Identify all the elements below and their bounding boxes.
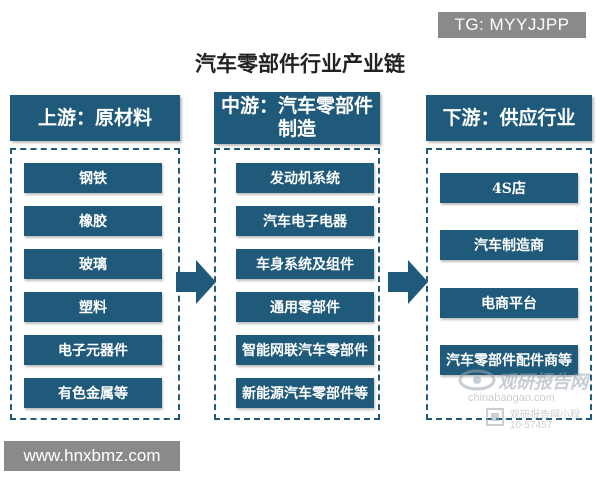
tg-watermark-badge: TG: MYYJJPP — [438, 12, 586, 38]
midstream-item: 新能源汽车零部件等 — [236, 378, 374, 408]
watermark-url: chinabaogao.com — [468, 392, 555, 404]
watermark-qr-icon — [486, 408, 504, 426]
watermark-logo-icon — [458, 369, 496, 391]
downstream-item: 汽车零部件配件商等 — [440, 345, 578, 375]
upstream-item: 玻璃 — [24, 249, 162, 279]
upstream-item: 电子元器件 — [24, 335, 162, 365]
header-upstream: 上游：原材料 — [10, 95, 180, 141]
midstream-item: 智能网联汽车零部件 — [236, 335, 374, 365]
flow-arrow-icon — [176, 260, 216, 304]
diagram-title: 汽车零部件行业产业链 — [195, 51, 405, 76]
site-watermark: 观研报告网 chinabaogao.com 观研报告网小程 10-57457 — [452, 368, 592, 438]
midstream-item: 通用零部件 — [236, 292, 374, 322]
midstream-box — [214, 148, 380, 420]
midstream-item: 车身系统及组件 — [236, 249, 374, 279]
midstream-item: 发动机系统 — [236, 163, 374, 193]
upstream-item: 橡胶 — [24, 206, 162, 236]
downstream-item: 汽车制造商 — [440, 230, 578, 260]
upstream-item: 钢铁 — [24, 163, 162, 193]
midstream-item: 汽车电子电器 — [236, 206, 374, 236]
watermark-phone: 10-57457 — [510, 420, 553, 431]
downstream-box — [426, 148, 592, 420]
watermark-brand: 观研报告网 — [498, 372, 588, 393]
downstream-item: 电商平台 — [440, 288, 578, 318]
header-downstream: 下游：供应行业 — [426, 95, 592, 141]
header-midstream: 中游：汽车零部件制造 — [214, 92, 380, 144]
flow-arrow-icon — [388, 260, 428, 304]
upstream-item: 塑料 — [24, 292, 162, 322]
watermark-subtitle: 观研报告网小程 — [510, 410, 580, 421]
downstream-item: 4S店 — [440, 173, 578, 203]
bottom-watermark-badge: www.hnxbmz.com — [4, 441, 180, 471]
upstream-item: 有色金属等 — [24, 378, 162, 408]
